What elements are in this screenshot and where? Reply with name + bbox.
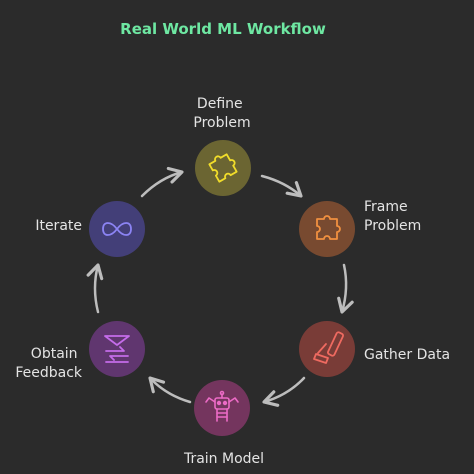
step-circle [89,321,145,377]
step-obtain-feedback: Obtain Feedback [15,321,145,381]
svg-text:Train Model: Train Model [183,451,264,467]
step-circle [299,201,355,257]
svg-text:Frame Problem: Frame Problem [364,199,421,234]
puzzle-piece-icon [316,215,341,240]
step-label-line: Iterate [35,218,82,234]
svg-text:Define Problem: Define Problem [193,96,250,131]
arrow-feedback-to-iterate [86,263,104,314]
step-label-line: Problem [364,218,421,234]
robot-icon [205,390,239,422]
step-frame-problem: Frame Problem [299,199,421,257]
arrow-iterate-to-define [140,166,184,198]
step-train-model: Train Model [183,380,264,467]
arrow-define-to-frame [260,174,303,198]
step-circle [194,380,250,436]
step-label-line: Frame [364,199,408,215]
diagram-title: Real World ML Workflow [120,20,326,38]
step-label-line: Train Model [183,451,264,467]
arrow-train-to-feedback [148,376,192,404]
svg-text:Obtain Feedback: Obtain Feedback [15,346,83,381]
puzzle-icon [208,153,238,183]
step-label-line: Define [197,96,243,112]
arrow-gather-to-train [262,376,306,407]
tool-icon [313,331,344,364]
infinity-icon [102,222,132,236]
step-gather-data: Gather Data [299,321,450,377]
step-define-problem: Define Problem [193,96,251,196]
svg-text:Gather Data: Gather Data [364,347,450,363]
arrow-frame-to-gather [337,263,354,314]
step-label-line: Feedback [15,365,83,381]
feedback-icon [104,335,130,363]
step-label-line: Problem [193,115,250,131]
step-label-line: Gather Data [364,347,450,363]
step-circle [299,321,355,377]
step-label-line: Obtain [31,346,78,362]
step-iterate: Iterate [35,201,145,257]
step-circle [195,140,251,196]
svg-text:Iterate: Iterate [35,218,82,234]
cycle-arrows [86,166,354,407]
